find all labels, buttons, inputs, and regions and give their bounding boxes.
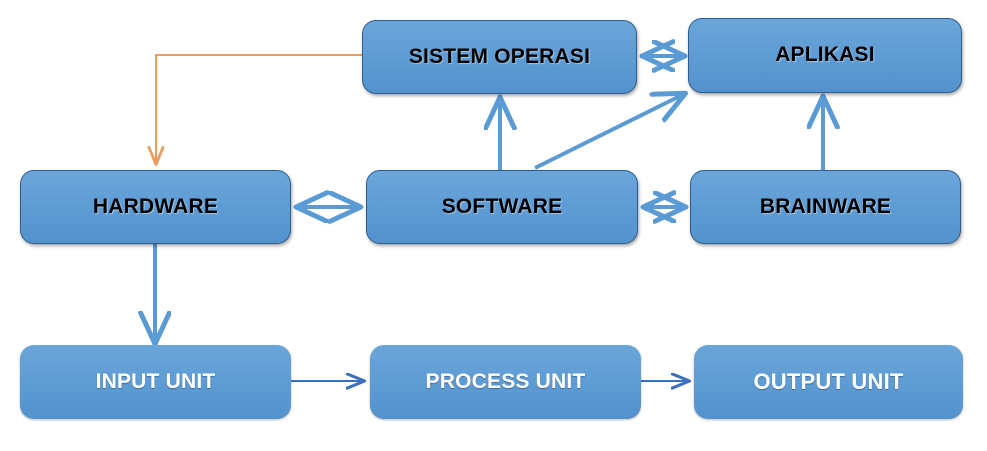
node-label-software: SOFTWARE [441, 194, 563, 218]
node-aplikasi[interactable]: APLIKASI [688, 18, 962, 93]
node-input-unit[interactable]: INPUT UNIT [20, 345, 291, 419]
node-label-output-unit: OUTPUT UNIT [753, 369, 904, 395]
node-sistem-operasi[interactable]: SISTEM OPERASI [362, 20, 637, 94]
node-process-unit[interactable]: PROCESS UNIT [370, 345, 641, 419]
node-hardware[interactable]: HARDWARE [20, 170, 291, 244]
node-label-input-unit: INPUT UNIT [95, 369, 216, 393]
node-output-unit[interactable]: OUTPUT UNIT [694, 345, 963, 419]
node-brainware[interactable]: BRAINWARE [690, 170, 961, 244]
node-label-brainware: BRAINWARE [759, 194, 892, 218]
edge-sistem-operasi-to-hardware [156, 54, 362, 163]
node-label-hardware: HARDWARE [92, 194, 219, 218]
node-software[interactable]: SOFTWARE [366, 170, 638, 244]
node-label-aplikasi: APLIKASI [775, 43, 875, 67]
node-label-process-unit: PROCESS UNIT [425, 369, 586, 393]
node-label-sistem-operasi: SISTEM OPERASI [408, 44, 591, 68]
edge-software-to-aplikasi [534, 95, 682, 170]
